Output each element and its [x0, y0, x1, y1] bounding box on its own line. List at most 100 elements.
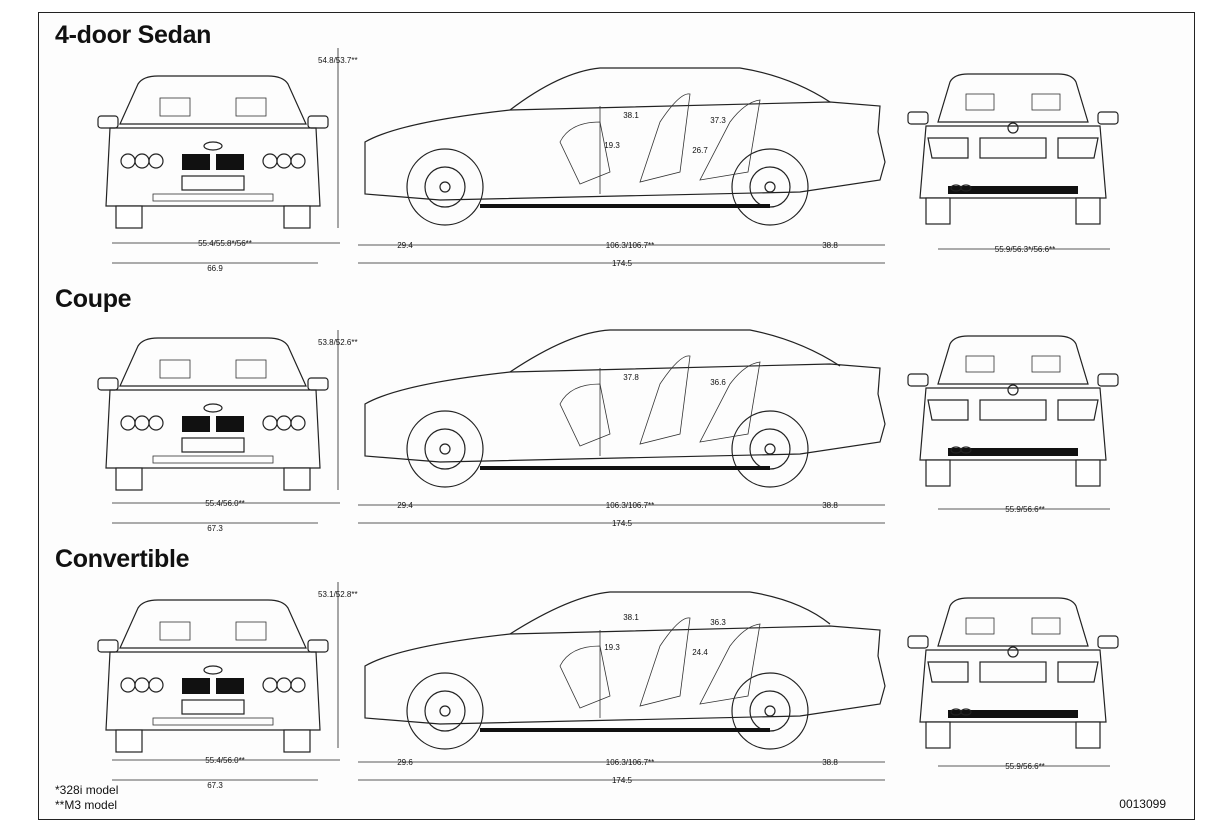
rear-tire-right — [1075, 459, 1101, 487]
rear-legroom-label: 24.4 — [692, 648, 708, 657]
bmw-roundel-icon — [203, 141, 223, 151]
front-body-outline — [105, 389, 321, 469]
side-view-0 — [364, 67, 886, 226]
exhaust-right-icon — [960, 708, 972, 716]
exhaust-right-icon — [960, 184, 972, 192]
overall-length-label: 174.5 — [612, 519, 633, 528]
kidney-grille-left — [182, 678, 210, 694]
front-tire-right — [283, 729, 311, 753]
front-tire-left — [115, 205, 143, 229]
front-hub-icon — [439, 705, 451, 717]
mirror-left — [97, 115, 119, 129]
kidney-grille-left — [182, 154, 210, 170]
section-title-convertible: Convertible — [55, 545, 190, 573]
rear-body-outline — [919, 649, 1107, 723]
rear-view-1 — [907, 335, 1119, 487]
rear-wheel-icon — [731, 672, 809, 750]
front-width-label: 66.9 — [207, 264, 223, 273]
bmw-roundel-icon — [203, 665, 223, 675]
rear-headrest-right — [1031, 355, 1061, 373]
rear-headroom-label: 37.3 — [710, 116, 726, 125]
front-roof-outline — [119, 599, 307, 649]
front-track-label: 55.4/56.0** — [205, 756, 245, 765]
front-wheel-icon — [406, 672, 484, 750]
taillight-left — [927, 399, 969, 421]
license-plate — [181, 699, 245, 715]
wheelbase-label: 106.3/106.7** — [606, 241, 655, 250]
rear-mirror-left — [907, 373, 929, 387]
rear-headroom-label: 36.3 — [710, 618, 726, 627]
kidney-grille-right — [216, 154, 244, 170]
rear-roundel-icon — [1007, 122, 1019, 134]
front-rim-icon — [424, 690, 466, 732]
taillight-right — [1057, 137, 1099, 159]
front-width-label: 67.3 — [207, 524, 223, 533]
rear-mirror-left — [907, 111, 929, 125]
front-overhang-label: 29.4 — [397, 501, 413, 510]
seat-back-icon — [639, 93, 691, 183]
overall-length-label: 174.5 — [612, 776, 633, 785]
mirror-left — [97, 639, 119, 653]
rear-roundel-icon — [1007, 384, 1019, 396]
headlight-right-icon — [290, 677, 306, 693]
mirror-right — [307, 377, 329, 391]
seat-back-icon — [639, 617, 691, 707]
front-headrest-left — [159, 621, 191, 641]
height-label: 53.8/52.6** — [318, 338, 358, 347]
rear-tire-left — [925, 197, 951, 225]
front-tire-left — [115, 467, 143, 491]
front-overhang-label: 29.4 — [397, 241, 413, 250]
headlight-right-icon — [262, 153, 278, 169]
rear-shadow — [948, 186, 1078, 194]
side-view-2 — [364, 591, 886, 750]
rear-tire-left — [925, 459, 951, 487]
mirror-left — [97, 377, 119, 391]
wheelbase-label: 106.3/106.7** — [606, 501, 655, 510]
front-headrest-left — [159, 359, 191, 379]
front-air-intake — [152, 455, 274, 464]
front-view-0 — [97, 75, 329, 229]
rear-tire-right — [1075, 197, 1101, 225]
license-plate — [181, 437, 245, 453]
rear-roof-outline — [937, 335, 1089, 385]
front-headrest-right — [235, 621, 267, 641]
headlight-left-icon — [148, 415, 164, 431]
side-body-outline — [364, 363, 886, 463]
front-headroom-label: 38.1 — [623, 111, 639, 120]
rear-seat-icon — [699, 623, 761, 705]
exhaust-right-icon — [960, 446, 972, 454]
rear-mirror-left — [907, 635, 929, 649]
rear-license-plate — [979, 137, 1047, 159]
rear-tire-right — [1075, 721, 1101, 749]
rear-track-label: 55.9/56.6** — [1005, 762, 1045, 771]
side-body-outline — [364, 625, 886, 725]
side-roof-outline — [509, 67, 831, 111]
headlight-left-icon — [120, 415, 136, 431]
front-wheel-icon — [406, 410, 484, 488]
rear-overhang-label: 38.8 — [822, 501, 838, 510]
rear-hub-icon — [764, 705, 776, 717]
bmw-roundel-icon — [203, 403, 223, 413]
rear-wheel-icon — [731, 410, 809, 488]
headlight-right-icon — [276, 415, 292, 431]
headlight-left-icon — [134, 415, 150, 431]
headlight-left-icon — [134, 677, 150, 693]
headlight-left-icon — [148, 153, 164, 169]
front-view-2 — [97, 599, 329, 753]
taillight-right — [1057, 661, 1099, 683]
rear-headrest-left — [965, 93, 995, 111]
front-hub-icon — [439, 443, 451, 455]
front-overhang-label: 29.6 — [397, 758, 413, 767]
headlight-right-icon — [276, 677, 292, 693]
headlight-right-icon — [276, 153, 292, 169]
rear-shadow — [948, 710, 1078, 718]
front-tire-right — [283, 467, 311, 491]
rear-headroom-label: 36.6 — [710, 378, 726, 387]
front-rim-icon — [424, 166, 466, 208]
front-roof-outline — [119, 75, 307, 125]
side-view-1 — [364, 329, 886, 488]
front-headrest-right — [235, 359, 267, 379]
taillight-left — [927, 137, 969, 159]
headlight-left-icon — [120, 677, 136, 693]
